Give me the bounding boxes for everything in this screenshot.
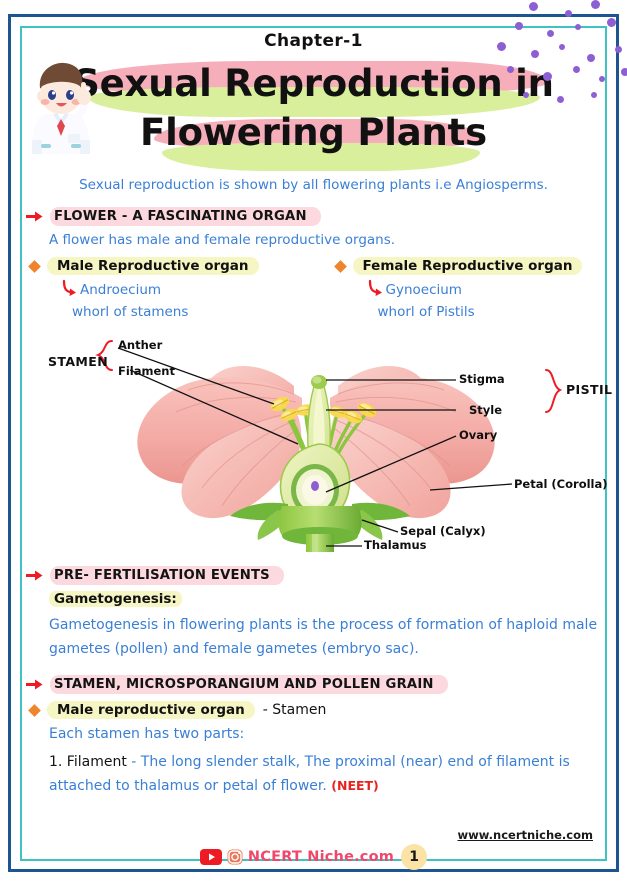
figure-label-anther: Anther	[118, 338, 163, 352]
page-title: Sexual Reproduction in Flowering Plants	[26, 53, 601, 171]
gynoecium-term: Gynoecium	[385, 282, 462, 298]
figure-label-sepal: Sepal (Calyx)	[400, 524, 486, 538]
title-line-1: Sexual Reproduction in	[73, 62, 554, 105]
male-organ-label: Male Reproductive organ	[47, 257, 259, 275]
figure-label-stamen: STAMEN	[48, 354, 109, 369]
flower-subtitle: A flower has male and female reproductiv…	[49, 232, 396, 248]
section-heading-stamen-label: STAMEN, MICROSPORANGIUM AND POLLEN GRAIN	[50, 675, 448, 694]
figure-label-thalamus: Thalamus	[364, 538, 427, 552]
filament-point-text: - The long slender stalk, The proximal (…	[49, 754, 570, 794]
filament-point-label: 1. Filament	[49, 754, 127, 770]
female-organ-label: Female Reproductive organ	[352, 257, 583, 275]
arrow-right-icon	[26, 569, 43, 582]
androecium-desc: whorl of stamens	[72, 304, 189, 320]
footer-brand-band: NCERT Niche.com 1	[0, 844, 627, 870]
instagram-icon[interactable]	[227, 849, 243, 865]
title-brush-green-1	[88, 87, 540, 117]
figure-label-stigma: Stigma	[459, 372, 505, 386]
gametogenesis-paragraph: Gametogenesis in flowering plants is the…	[49, 617, 598, 657]
decorative-dot-cluster	[487, 0, 627, 110]
intro-sentence: Sexual reproduction is shown by all flow…	[79, 177, 548, 193]
section-heading-stamen: STAMEN, MICROSPORANGIUM AND POLLEN GRAIN	[26, 675, 601, 694]
androecium-term: Androecium	[80, 282, 162, 298]
stamen-parts-line: Each stamen has two parts:	[49, 726, 245, 742]
scientist-boy-mascot	[24, 56, 98, 156]
arrow-right-icon	[26, 210, 43, 223]
male-organ-stamen-label: Male reproductive organ	[47, 701, 255, 719]
figure-label-pistil: PISTIL	[566, 382, 613, 397]
website-url-link[interactable]: www.ncertniche.com	[457, 828, 593, 842]
diamond-bullet-icon	[28, 259, 41, 273]
figure-label-ovary: Ovary	[459, 428, 498, 442]
diamond-bullet-icon	[28, 703, 41, 717]
title-brush-green-2	[162, 143, 480, 171]
figure-label-filament: Filament	[118, 364, 175, 378]
diamond-bullet-icon	[333, 259, 347, 273]
male-organ-stamen-value: - Stamen	[262, 702, 327, 718]
male-organ-stamen-row: Male reproductive organ - Stamen	[26, 701, 601, 719]
male-organ-column: Male Reproductive organ Androecium whorl…	[26, 257, 314, 320]
gametogenesis-label: Gametogenesis:	[49, 591, 182, 607]
arrow-right-icon	[26, 678, 43, 691]
brand-name: NCERT Niche.com	[247, 849, 395, 865]
section-heading-flower-label: FLOWER - A FASCINATING ORGAN	[50, 207, 321, 226]
figure-label-style: Style	[469, 403, 503, 417]
figure-label-petal: Petal (Corolla)	[514, 477, 608, 491]
gynoecium-desc: whorl of Pistils	[377, 304, 475, 320]
neet-tag: (NEET)	[331, 778, 379, 793]
section-heading-flower: FLOWER - A FASCINATING ORGAN	[26, 207, 601, 226]
female-organ-column: Female Reproductive organ Gynoecium whor…	[314, 257, 602, 320]
flower-longitudinal-section-diagram: STAMEN Anther Filament Stigma Style Ovar…	[26, 324, 612, 552]
filament-point: 1. Filament - The long slender stalk, Th…	[49, 750, 601, 798]
title-line-2: Flowering Plants	[140, 111, 487, 154]
page-number-badge: 1	[401, 844, 428, 870]
chapter-label: Chapter-1	[264, 31, 363, 51]
section-heading-prefertilisation-label: PRE- FERTILISATION EVENTS	[50, 566, 284, 585]
section-heading-prefertilisation: PRE- FERTILISATION EVENTS	[26, 566, 601, 585]
youtube-icon[interactable]	[199, 849, 222, 865]
reproductive-organs-row: Male Reproductive organ Androecium whorl…	[26, 257, 601, 320]
curved-arrow-icon	[60, 279, 80, 299]
curved-arrow-icon	[366, 279, 386, 299]
